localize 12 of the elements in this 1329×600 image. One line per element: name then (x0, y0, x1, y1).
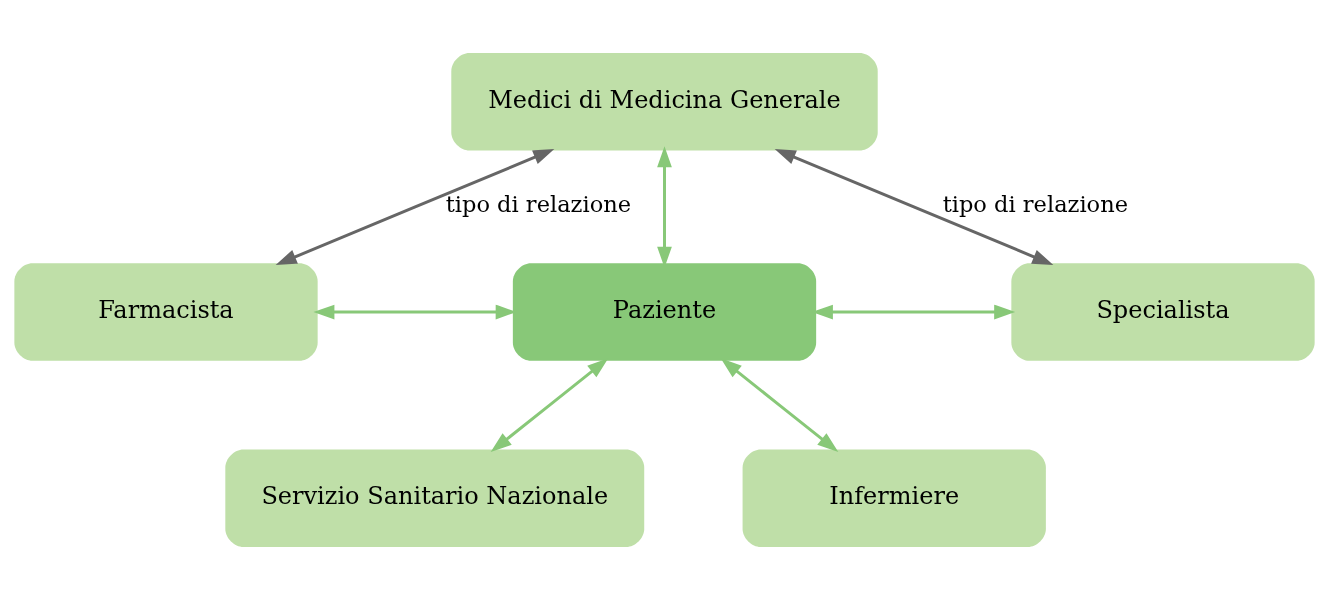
node-box: Medici di Medicina Generale (451, 53, 878, 151)
node-box: Servizio Sanitario Nazionale (225, 449, 645, 547)
node-box: Specialista (1011, 263, 1315, 361)
arrow (275, 149, 555, 265)
node-box: Paziente (512, 263, 817, 361)
arrow (490, 358, 609, 453)
edge-label: tipo di relazione (445, 191, 632, 218)
arrow (720, 358, 839, 453)
edge-label: tipo di relazione (942, 191, 1129, 218)
node-box: Farmacista (14, 263, 318, 361)
node-box: Infermiere (742, 449, 1046, 547)
arrow (774, 149, 1054, 265)
